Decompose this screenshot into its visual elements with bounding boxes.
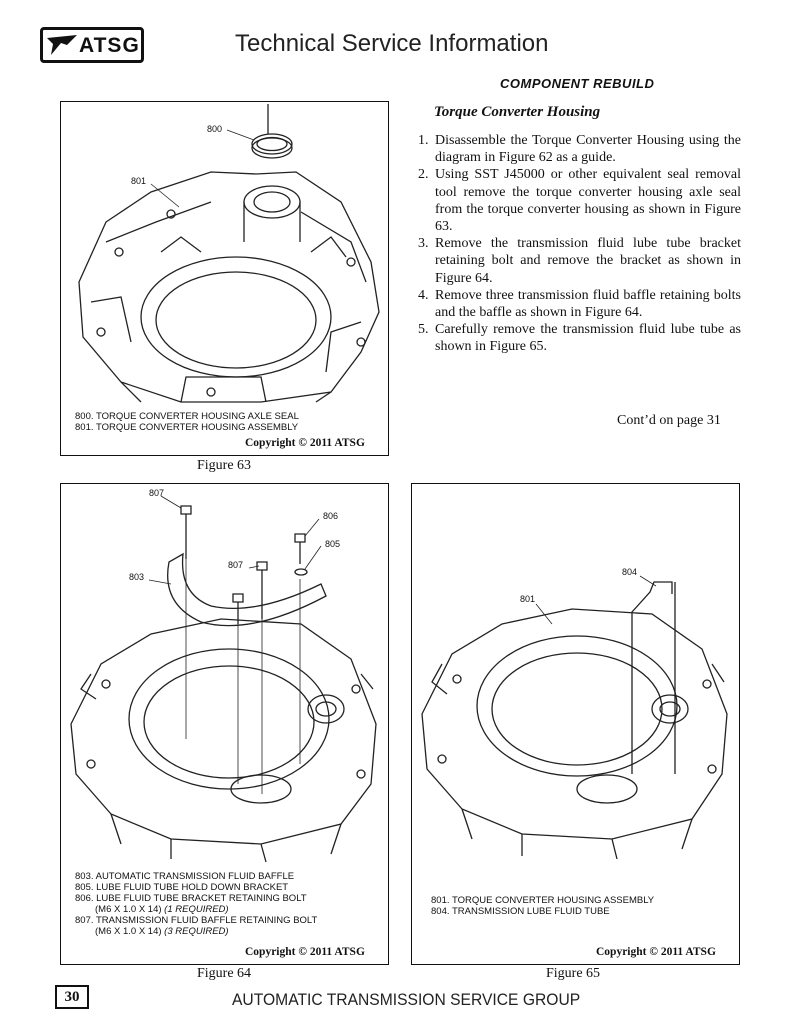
legend-item-detail: (M6 X 1.0 X 14) (3 REQUIRED) (95, 926, 229, 937)
legend-item: 806. LUBE FLUID TUBE BRACKET RETAINING B… (75, 893, 307, 904)
footer-title: AUTOMATIC TRANSMISSION SERVICE GROUP (232, 990, 581, 1009)
callout-800: 800 (207, 124, 223, 134)
callout-805: 805 (325, 539, 341, 549)
figure-63-legend: 800. TORQUE CONVERTER HOUSING AXLE SEAL … (75, 411, 299, 433)
legend-item: 800. TORQUE CONVERTER HOUSING AXLE SEAL (75, 411, 299, 422)
baffle-removal-illustration (61, 484, 387, 874)
instruction-step: 4.Remove three transmission fluid baffle… (418, 287, 741, 321)
figure-63: 800 801 800. TORQUE CONVERTER HOUSING AX… (60, 101, 389, 456)
figure-64-legend: 803. AUTOMATIC TRANSMISSION FLUID BAFFLE… (75, 871, 317, 937)
figure-63-copyright: Copyright © 2011 ATSG (245, 437, 365, 449)
callout-801: 801 (520, 594, 536, 604)
logo-text: ATSG (79, 34, 140, 57)
legend-item: 805. LUBE FLUID TUBE HOLD DOWN BRACKET (75, 882, 289, 893)
figure-64-copyright: Copyright © 2011 ATSG (245, 946, 365, 958)
callout-807: 807 (228, 560, 244, 570)
legend-item-detail: (M6 X 1.0 X 14) (1 REQUIRED) (95, 904, 229, 915)
figure-65-legend: 801. TORQUE CONVERTER HOUSING ASSEMBLY 8… (431, 895, 654, 917)
instruction-step: 2.Using SST J45000 or other equivalent s… (418, 167, 741, 235)
callout-806: 806 (323, 511, 339, 521)
legend-item: 801. TORQUE CONVERTER HOUSING ASSEMBLY (431, 895, 655, 906)
instruction-step: 3.Remove the transmission fluid lube tub… (418, 236, 741, 286)
instruction-step: 1.Disassemble the Torque Converter Housi… (418, 133, 741, 166)
page-number: 30 (55, 985, 89, 1009)
lube-tube-removal-illustration (412, 484, 738, 884)
instruction-steps: 1.Disassemble the Torque Converter Housi… (418, 132, 741, 356)
continued-note: Cont’d on page 31 (617, 413, 721, 428)
legend-item: 807. TRANSMISSION FLUID BAFFLE RETAINING… (75, 915, 318, 926)
section-subheading: Torque Converter Housing (434, 104, 601, 120)
figure-65-copyright: Copyright © 2011 ATSG (596, 946, 716, 958)
figure-64-caption: Figure 64 (197, 966, 252, 981)
instruction-step: 5.Carefully remove the transmission flui… (418, 322, 741, 355)
callout-807: 807 (149, 488, 165, 498)
figure-65-caption: Figure 65 (546, 966, 601, 981)
figure-63-caption: Figure 63 (197, 458, 252, 473)
torque-converter-housing-illustration (61, 102, 387, 412)
page-title: Technical Service Information (235, 30, 549, 57)
callout-803: 803 (129, 572, 145, 582)
callout-804: 804 (622, 567, 638, 577)
figure-64: 807 806 805 807 803 803. AUTOMATIC TRANS… (60, 483, 389, 965)
callout-801: 801 (131, 176, 147, 186)
logo-emblem-icon (47, 35, 77, 55)
legend-item: 801. TORQUE CONVERTER HOUSING ASSEMBLY (75, 422, 299, 433)
legend-item: 804. TRANSMISSION LUBE FLUID TUBE (431, 906, 610, 917)
legend-item: 803. AUTOMATIC TRANSMISSION FLUID BAFFLE (75, 871, 295, 882)
atsg-logo: ATSG (40, 27, 144, 63)
section-title: COMPONENT REBUILD (500, 76, 655, 91)
figure-65: 804 801 801. TORQUE CONVERTER HOUSING AS… (411, 483, 740, 965)
